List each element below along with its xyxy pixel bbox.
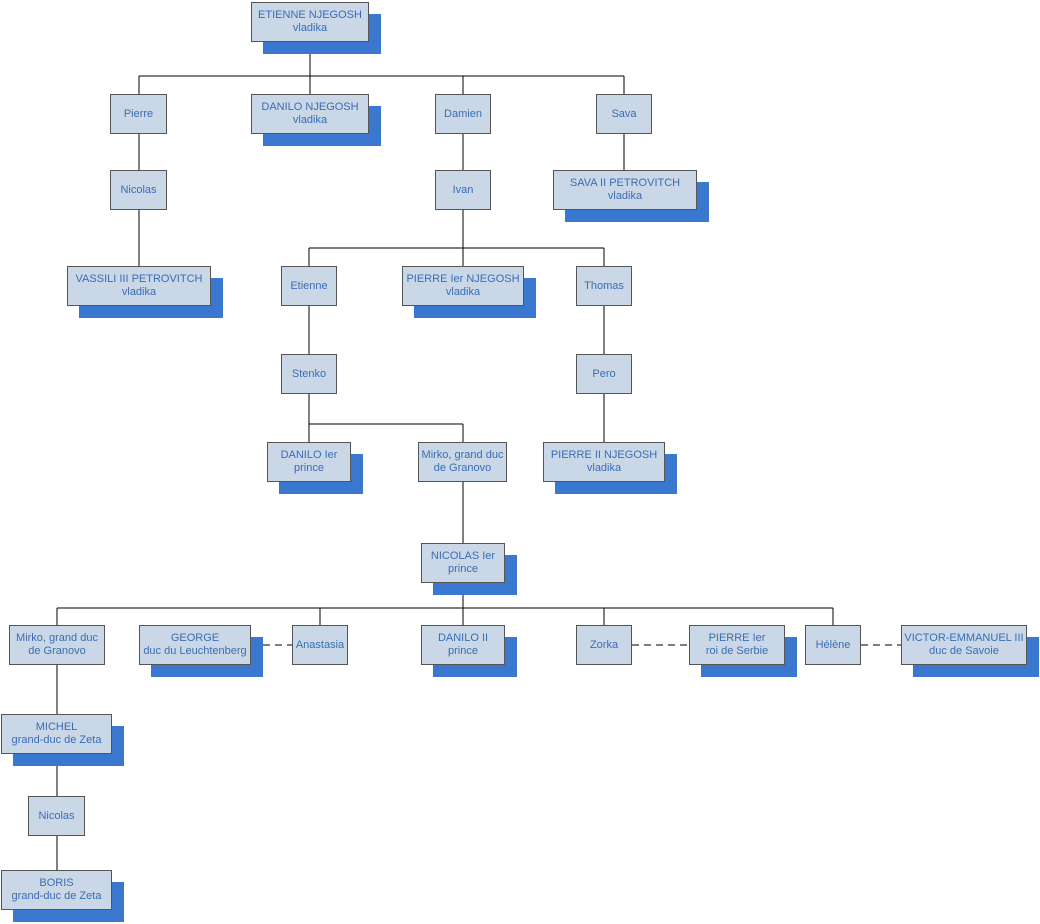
person-title: de Granovo: [433, 462, 492, 474]
person-title: prince: [448, 645, 478, 657]
person-title: prince: [294, 462, 324, 474]
person-title: grand-duc de Zeta: [11, 890, 102, 902]
person-name: Mirko, grand duc: [421, 449, 504, 461]
person-ivan[interactable]: Ivan: [435, 170, 491, 210]
person-title: vladika: [586, 462, 622, 474]
person-name: Hélène: [815, 638, 851, 651]
person-title: vladika: [121, 286, 157, 298]
person-thomas[interactable]: Thomas: [576, 266, 632, 306]
person-name: Pierre: [123, 107, 154, 120]
person-name: ETIENNE NJEGOSH: [258, 9, 362, 21]
person-name: Pero: [592, 367, 616, 380]
person-name: NICOLAS Ier: [430, 550, 496, 562]
person-title: duc du Leuchtenberg: [143, 645, 247, 657]
person-name: Ivan: [452, 183, 474, 196]
person-name: Thomas: [584, 279, 624, 292]
person-name: DANILO Ier: [280, 449, 338, 461]
person-name: Nicolas: [38, 809, 75, 822]
person-name: VASSILI III PETROVITCH: [75, 273, 203, 285]
person-name: BORIS: [39, 877, 74, 889]
person-stenko[interactable]: Stenko: [281, 354, 337, 394]
person-name: DANILO NJEGOSH: [261, 101, 359, 113]
person-name: PIERRE II NJEGOSH: [550, 449, 658, 461]
person-name: Stenko: [291, 367, 327, 380]
person-name: VICTOR-EMMANUEL III: [904, 632, 1024, 644]
person-name: Nicolas: [120, 183, 157, 196]
person-name: Damien: [444, 107, 482, 120]
person-name: MICHEL: [35, 721, 78, 733]
person-title: prince: [448, 563, 478, 575]
person-name: Zorka: [589, 638, 619, 651]
person-name: DANILO II: [437, 632, 489, 644]
person-title: grand-duc de Zeta: [11, 734, 102, 746]
person-title: vladika: [607, 190, 643, 202]
person-zorka[interactable]: Zorka: [576, 625, 632, 665]
person-name: GEORGE: [170, 632, 220, 644]
person-name: PIERRE Ier: [708, 632, 766, 644]
person-pero[interactable]: Pero: [576, 354, 632, 394]
person-name: Etienne: [290, 279, 328, 292]
person-nicolas-2[interactable]: Nicolas: [28, 796, 85, 836]
person-title: de Granovo: [28, 645, 86, 657]
person-name: PIERRE Ier NJEGOSH: [406, 273, 520, 285]
person-sava[interactable]: Sava: [596, 94, 652, 134]
person-title: duc de Savoie: [929, 645, 999, 657]
person-name: SAVA II PETROVITCH: [569, 177, 681, 189]
person-name: Mirko, grand duc: [16, 632, 98, 644]
person-nicolas[interactable]: Nicolas: [110, 170, 167, 210]
person-title: vladika: [292, 114, 328, 126]
person-title: roi de Serbie: [705, 645, 769, 657]
person-pierre[interactable]: Pierre: [110, 94, 167, 134]
person-damien[interactable]: Damien: [435, 94, 491, 134]
person-name: Sava: [611, 107, 637, 120]
person-helene[interactable]: Hélène: [805, 625, 861, 665]
person-etienne[interactable]: Etienne: [281, 266, 337, 306]
person-anastasia[interactable]: Anastasia: [292, 625, 348, 665]
person-title: vladika: [445, 286, 481, 298]
person-title: vladika: [292, 22, 328, 34]
person-name: Anastasia: [295, 638, 345, 651]
